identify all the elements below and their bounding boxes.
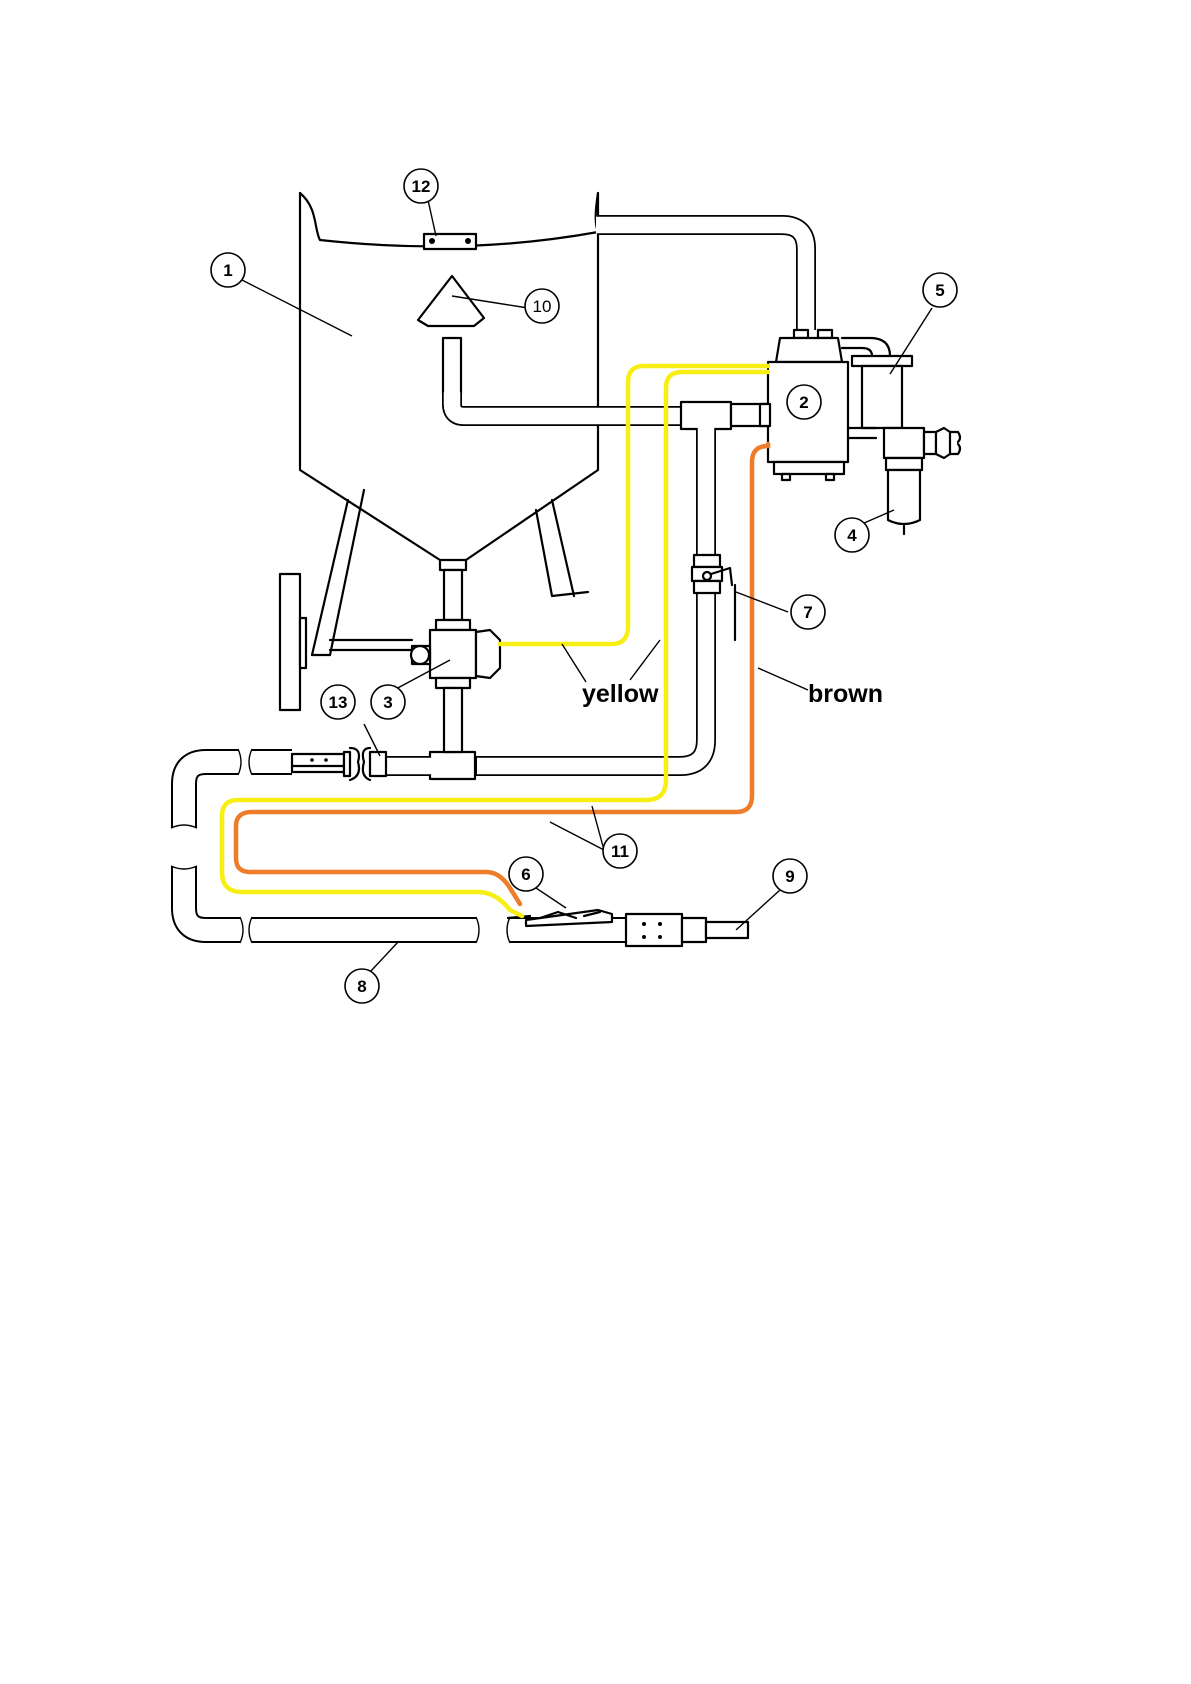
callout-10: 10 [525, 289, 559, 323]
callout-text: 7 [803, 603, 812, 622]
callout-2: 2 [787, 385, 821, 419]
inspection-hatch [424, 234, 476, 249]
callout-6: 6 [509, 857, 543, 891]
callout-text: 13 [329, 693, 348, 712]
callout-1: 1 [211, 253, 245, 287]
callout-4: 4 [835, 518, 869, 552]
callout-text: 2 [799, 393, 808, 412]
callout-text: 8 [357, 977, 366, 996]
blast-hose [171, 749, 626, 943]
callout-text: 4 [847, 526, 857, 545]
label-yellow: yellow [582, 680, 659, 708]
brown-control-line [236, 444, 768, 904]
nozzle-holder [626, 914, 748, 946]
callout-text: 3 [383, 693, 392, 712]
air-filter [884, 428, 960, 534]
pop-up-valve [418, 276, 484, 394]
leader-lines [242, 200, 932, 972]
callout-text: 12 [412, 177, 431, 196]
metering-valve [280, 570, 500, 752]
callout-text: 9 [785, 867, 794, 886]
callout-9: 9 [773, 859, 807, 893]
callout-text: 10 [533, 297, 552, 316]
callout-8: 8 [345, 969, 379, 1003]
label-brown: brown [808, 680, 883, 708]
exhaust-muffler [842, 338, 912, 438]
callout-text: 5 [935, 281, 944, 300]
callout-13: 13 [321, 685, 355, 719]
callout-5: 5 [923, 273, 957, 307]
callout-12: 12 [404, 169, 438, 203]
callout-3: 3 [371, 685, 405, 719]
callout-text: 11 [611, 842, 629, 861]
callout-text: 6 [521, 865, 530, 884]
callout-11: 11 [603, 834, 637, 868]
hose-coupling [292, 748, 386, 780]
callout-text: 1 [223, 261, 232, 280]
callout-7: 7 [791, 595, 825, 629]
